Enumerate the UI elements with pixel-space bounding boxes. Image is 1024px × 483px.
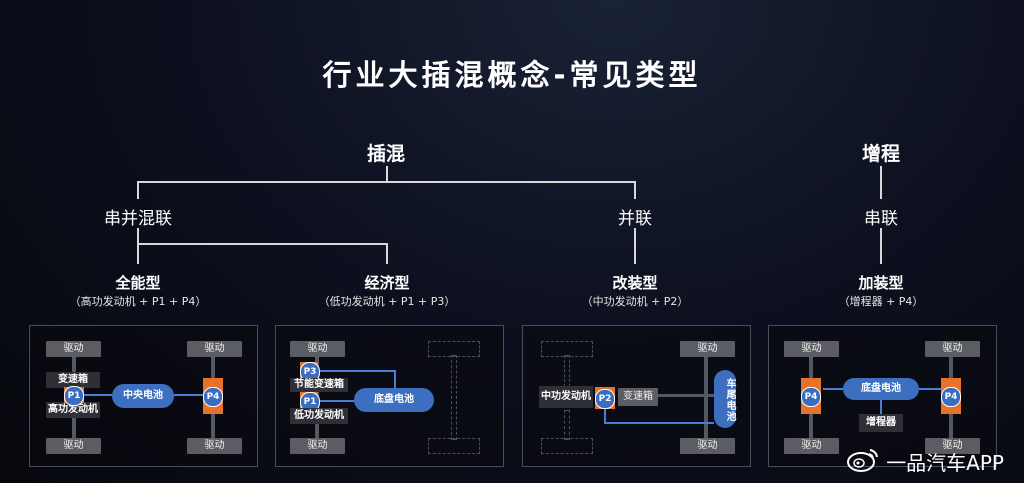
tree-line	[137, 228, 139, 264]
wire	[604, 409, 606, 423]
chassis-battery: 底盘电池	[843, 378, 919, 400]
p4-rear-motor-badge: P4	[941, 387, 961, 407]
card-modified: 驱动 驱动 中功发动机 P2 变速箱 车尾电池	[522, 325, 751, 467]
wire	[84, 394, 112, 396]
mid-power-engine: 中功发动机	[539, 386, 593, 408]
empty-drive-slot	[541, 341, 593, 357]
watermark: 一品汽车APP	[846, 446, 1004, 477]
front-left-drive: 驱动	[46, 341, 101, 357]
tree-line	[634, 228, 636, 264]
wire	[174, 394, 204, 396]
chassis-battery: 底盘电池	[354, 388, 434, 412]
type-economy-title: 经济型	[364, 274, 410, 292]
card-economy: 驱动 驱动 P3 节能变速箱 P1 低功发动机 底盘电池	[275, 325, 504, 467]
tree-line	[386, 243, 388, 264]
tree-line	[137, 181, 635, 183]
front-left-drive: 驱动	[290, 341, 345, 357]
wire	[320, 370, 395, 372]
type-addon-desc: （增程器 + P4）	[838, 295, 924, 308]
front-left-drive: 驱动	[784, 341, 839, 357]
front-right-drive: 驱动	[46, 438, 101, 454]
rear-left-drive: 驱动	[187, 341, 242, 357]
card-all-round: 驱动 驱动 驱动 驱动 变速箱 高功发动机 P1 中央电池 P4	[29, 325, 258, 467]
page-title: 行业大插混概念-常见类型	[322, 58, 702, 92]
tree-line	[880, 228, 882, 264]
empty-drive-slot	[428, 438, 480, 454]
p4-motor-badge: P4	[203, 387, 223, 407]
tree-line	[137, 181, 139, 199]
wire	[604, 422, 714, 424]
subcategory-series: 串联	[864, 209, 898, 229]
low-power-engine: 低功发动机	[290, 408, 348, 424]
category-extended-range: 增程	[861, 143, 900, 165]
empty-drive-slot	[428, 341, 480, 357]
high-power-engine: 高功发动机	[46, 402, 100, 418]
wire	[394, 370, 396, 388]
gearbox: 变速箱	[46, 372, 100, 388]
wire	[320, 400, 354, 402]
tree-line	[880, 166, 882, 199]
weibo-logo-icon	[846, 446, 880, 477]
front-right-drive: 驱动	[290, 438, 345, 454]
drive-shaft	[658, 394, 714, 397]
subcategory-series-parallel: 串并混联	[104, 209, 172, 229]
category-plugin-hybrid: 插混	[366, 143, 405, 165]
type-modified-title: 改装型	[612, 274, 658, 292]
range-extender: 增程器	[859, 414, 903, 432]
efficient-gearbox: 节能变速箱	[290, 378, 348, 392]
type-addon-title: 加装型	[858, 274, 904, 292]
type-economy-desc: （低功发动机 + P1 + P3）	[318, 295, 456, 308]
front-right-drive: 驱动	[784, 438, 839, 454]
tree-line	[634, 181, 636, 199]
wire	[880, 400, 882, 414]
tree-line	[386, 166, 388, 181]
watermark-text: 一品汽车APP	[886, 451, 1004, 475]
p2-motor-badge: P2	[595, 389, 615, 409]
rear-left-drive: 驱动	[925, 341, 980, 357]
rear-right-drive: 驱动	[680, 438, 735, 454]
p1-motor-badge: P1	[64, 386, 84, 406]
rear-axle	[704, 354, 708, 440]
central-battery: 中央电池	[112, 384, 174, 408]
subcategory-parallel: 并联	[618, 209, 652, 229]
rear-left-drive: 驱动	[680, 341, 735, 357]
rear-right-drive: 驱动	[925, 438, 980, 454]
tree-line	[137, 243, 387, 245]
rear-right-drive: 驱动	[187, 438, 242, 454]
empty-axle-slot	[564, 355, 570, 387]
card-addon: 驱动 驱动 驱动 驱动 P4 P4 底盘电池 增程器	[768, 325, 997, 467]
p4-front-motor-badge: P4	[801, 387, 821, 407]
type-all-round-title: 全能型	[115, 274, 161, 292]
wire	[823, 388, 843, 390]
empty-drive-slot	[541, 438, 593, 454]
empty-axle-slot	[451, 355, 457, 440]
gearbox: 变速箱	[618, 388, 658, 406]
wire	[919, 388, 941, 390]
type-modified-desc: （中功发动机 + P2）	[581, 295, 689, 308]
type-all-round-desc: （高功发动机 + P1 + P4）	[69, 295, 207, 308]
rear-battery: 车尾电池	[714, 370, 736, 428]
empty-axle-slot	[564, 410, 570, 440]
